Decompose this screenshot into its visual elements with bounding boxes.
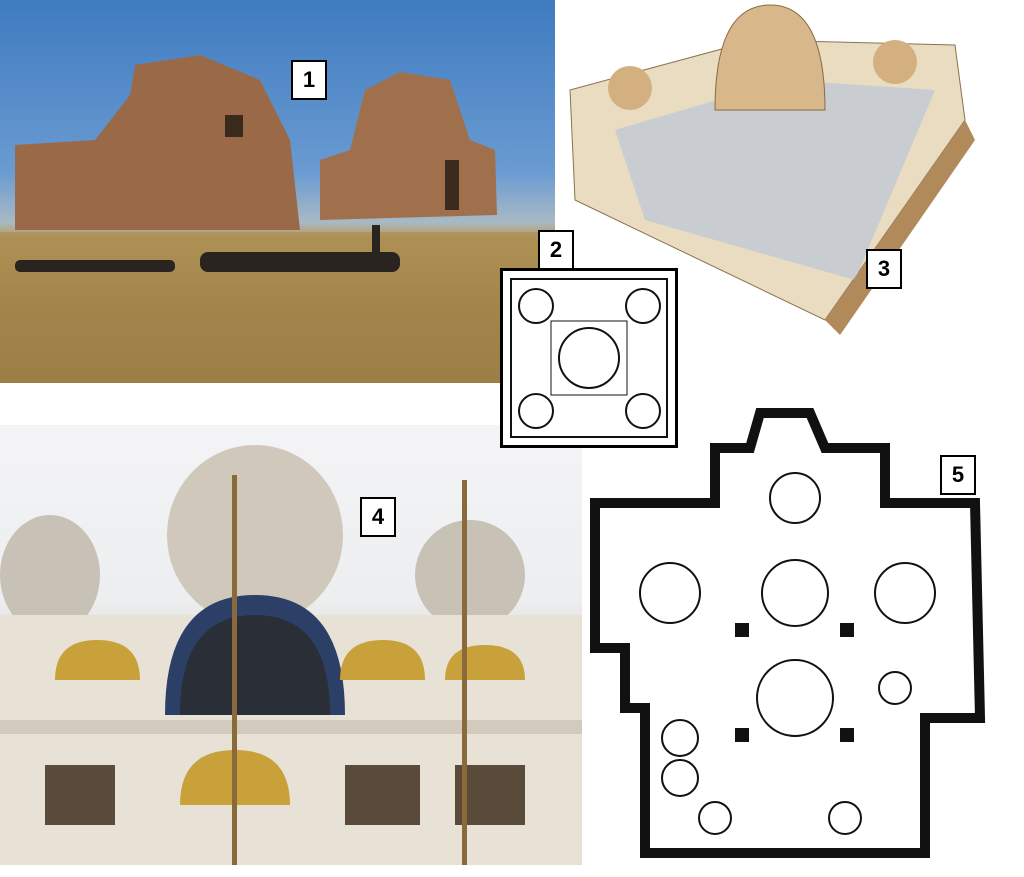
label-1: 1 — [291, 60, 327, 100]
basilica-illustration — [0, 445, 582, 865]
plan-drawing — [510, 278, 668, 438]
cutaway-drawing-palace — [555, 0, 1024, 340]
label-4: 4 — [360, 497, 396, 537]
label-3: 3 — [866, 249, 902, 289]
cutaway-illustration — [569, 4, 975, 335]
photo-st-marks-basilica — [0, 425, 582, 865]
floor-plan-small — [500, 268, 678, 448]
label-2: 2 — [538, 230, 574, 270]
basilica-plan-drawing — [590, 408, 986, 858]
ruins-illustration — [0, 55, 555, 383]
label-5: 5 — [940, 455, 976, 495]
photo-ruins-palace — [0, 0, 555, 383]
